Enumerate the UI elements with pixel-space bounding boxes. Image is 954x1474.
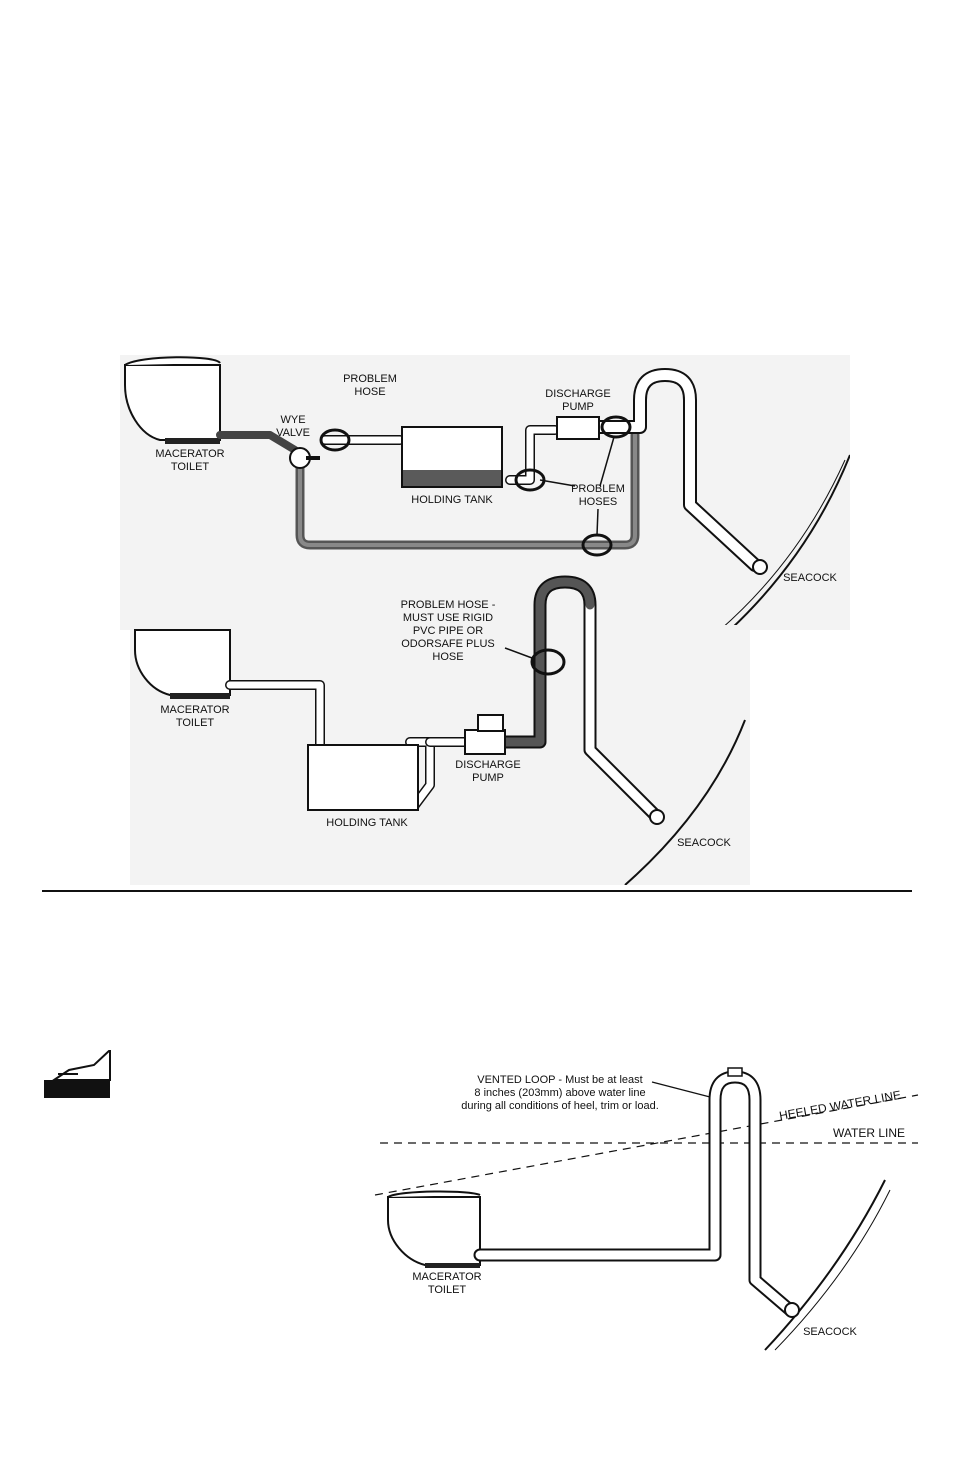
seacock-icon bbox=[752, 559, 768, 575]
label-discharge-2: PUMP bbox=[562, 401, 594, 413]
label-seacock: SEACOCK bbox=[677, 837, 731, 849]
label-toilet-1: MACERATOR bbox=[155, 448, 224, 460]
macerator-toilet-icon bbox=[124, 356, 221, 444]
diagram2-background bbox=[130, 625, 750, 885]
problem-hose-marker bbox=[530, 648, 566, 676]
label-problem-5: HOSE bbox=[432, 651, 463, 663]
hull-line bbox=[624, 719, 746, 885]
label-discharge-2: PUMP bbox=[472, 772, 504, 784]
label-toilet-2: TOILET bbox=[428, 1284, 467, 1296]
diagram-vented-loop: VENTED LOOP - Must be at least 8 inches … bbox=[374, 1067, 919, 1351]
label-toilet-1: MACERATOR bbox=[160, 704, 229, 716]
label-seacock: SEACOCK bbox=[783, 572, 837, 584]
macerator-toilet-icon bbox=[134, 629, 231, 699]
label-wye-2: VALVE bbox=[276, 427, 310, 439]
label-holding-tank: HOLDING TANK bbox=[411, 494, 493, 506]
label-holding-tank: HOLDING TANK bbox=[326, 817, 408, 829]
label-problem-3: PVC PIPE OR bbox=[413, 625, 483, 637]
label-vented-loop-2: 8 inches (203mm) above water line bbox=[474, 1087, 645, 1099]
seacock-icon bbox=[784, 1302, 800, 1318]
wye-valve-icon bbox=[289, 447, 320, 469]
label-vented-loop-1: VENTED LOOP - Must be at least bbox=[477, 1074, 642, 1086]
label-water-line: WATER LINE bbox=[833, 1126, 905, 1140]
section-divider bbox=[42, 890, 912, 892]
problem-hose-marker bbox=[600, 415, 632, 439]
label-seacock: SEACOCK bbox=[803, 1326, 857, 1338]
label-wye-1: WYE bbox=[280, 414, 305, 426]
vent-cap-icon bbox=[727, 1067, 743, 1077]
macerator-toilet-icon bbox=[387, 1190, 481, 1268]
diagram-direct-discharge: PROBLEM HOSE - MUST USE RIGID PVC PIPE O… bbox=[130, 575, 750, 885]
label-heeled-water-line: HEELED WATER LINE bbox=[778, 1088, 902, 1123]
label-problem-2: MUST USE RIGID bbox=[403, 612, 493, 624]
caution-hand-icon bbox=[44, 1050, 111, 1098]
hull-line bbox=[729, 454, 850, 630]
hull-line bbox=[764, 1179, 886, 1351]
label-problem-hoses-2: HOSES bbox=[579, 496, 618, 508]
label-problem-2: HOSE bbox=[354, 386, 385, 398]
label-problem-hoses-1: PROBLEM bbox=[571, 483, 625, 495]
label-discharge-1: DISCHARGE bbox=[545, 388, 610, 400]
hose-loop bbox=[473, 1070, 797, 1317]
holding-tank-icon bbox=[307, 744, 419, 811]
hose-network bbox=[216, 368, 762, 572]
label-toilet-2: TOILET bbox=[176, 717, 215, 729]
discharge-pump-icon bbox=[464, 714, 506, 755]
label-toilet-1: MACERATOR bbox=[412, 1271, 481, 1283]
label-vented-loop-3: during all conditions of heel, trim or l… bbox=[461, 1100, 659, 1112]
diagram1-background bbox=[120, 355, 850, 630]
problem-hose-marker bbox=[319, 428, 351, 452]
label-toilet-2: TOILET bbox=[171, 461, 210, 473]
discharge-pump-icon bbox=[556, 416, 600, 440]
label-problem-1: PROBLEM HOSE - bbox=[401, 599, 496, 611]
label-discharge-1: DISCHARGE bbox=[455, 759, 520, 771]
label-problem-1: PROBLEM bbox=[343, 373, 397, 385]
hose-network-2 bbox=[225, 575, 662, 822]
diagram-wye-valve-plumbing: MACERATOR TOILET WYE VALVE PROBLEM HOSE … bbox=[120, 355, 850, 630]
seacock-icon bbox=[649, 809, 665, 825]
label-problem-4: ODORSAFE PLUS bbox=[401, 638, 495, 650]
holding-tank-icon bbox=[401, 426, 503, 488]
